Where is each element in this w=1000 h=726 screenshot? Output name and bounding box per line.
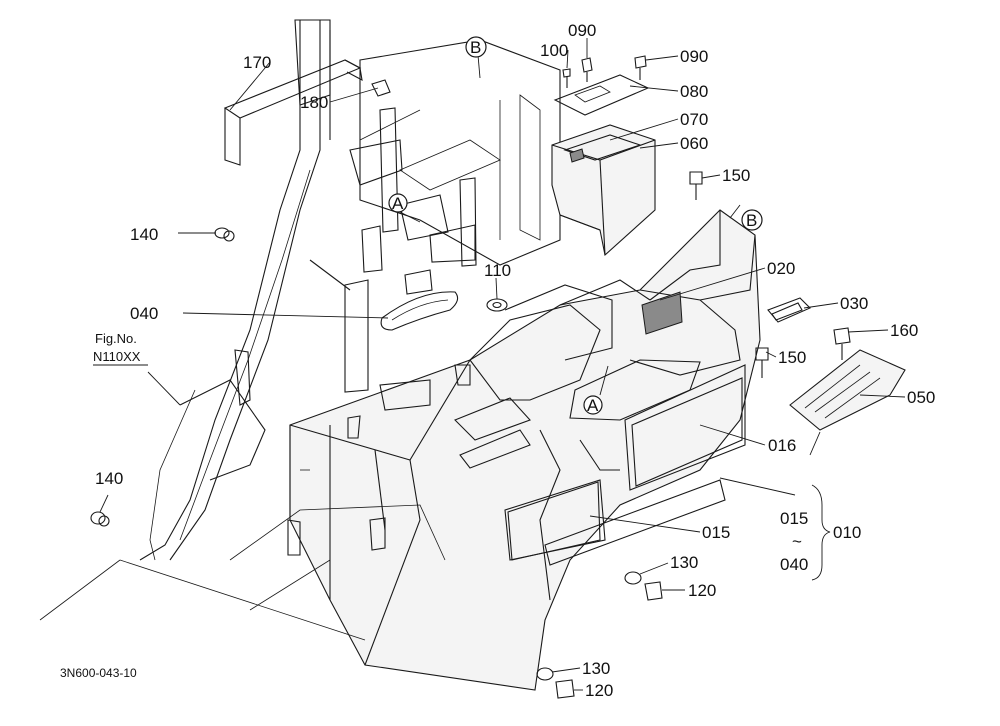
floor-outline xyxy=(39,504,446,641)
figure-reference: Fig.No. N110XX xyxy=(93,331,148,366)
bar-part-170 xyxy=(223,59,363,166)
figure-ref-number: N110XX xyxy=(93,349,141,364)
view-marker-b-right-text: B xyxy=(746,211,757,230)
callout-050: 050 xyxy=(907,388,935,407)
callout-030: 030 xyxy=(840,294,868,313)
callout-130-upper: 130 xyxy=(670,553,698,572)
bolt-180 xyxy=(371,79,391,97)
grommet-110 xyxy=(486,298,508,312)
callout-180: 180 xyxy=(300,93,328,112)
callout-150-upper: 150 xyxy=(722,166,750,185)
bolt-120-lower xyxy=(555,679,575,699)
plate-part-016 xyxy=(631,377,743,487)
grommet-140-lower xyxy=(90,511,110,527)
callout-120-upper: 120 xyxy=(688,581,716,600)
callout-150-lower: 150 xyxy=(778,348,806,367)
console-body xyxy=(287,209,761,691)
bolt-150-upper xyxy=(689,171,703,200)
callout-140-upper: 140 xyxy=(130,225,158,244)
drawing-number: 3N600-043-10 xyxy=(60,666,137,680)
view-marker-a-console: A xyxy=(583,395,603,415)
grip-part-040 xyxy=(380,291,459,331)
callout-040: 040 xyxy=(130,304,158,323)
callout-100: 100 xyxy=(540,41,568,60)
callout-140-lower: 140 xyxy=(95,469,123,488)
callout-070: 070 xyxy=(680,110,708,129)
view-marker-b-top-text: B xyxy=(470,38,481,57)
view-marker-a-linkage-text: A xyxy=(392,194,404,213)
mat-part-050 xyxy=(789,349,906,431)
washer-130-upper xyxy=(624,571,642,585)
bolt-150-lower xyxy=(755,347,769,378)
bolt-090-right xyxy=(634,55,647,80)
view-marker-a-console-text: A xyxy=(587,396,599,415)
control-linkage xyxy=(309,107,477,393)
callout-016: 016 xyxy=(768,436,796,455)
bolt-090-top xyxy=(581,57,593,82)
callout-010: 010 xyxy=(833,523,861,542)
screw-100 xyxy=(562,68,571,88)
plate-part-015 xyxy=(507,481,601,561)
callout-015-range-start: 015 xyxy=(780,509,808,528)
cover-part-060 xyxy=(551,124,656,257)
callout-080: 080 xyxy=(680,82,708,101)
callout-110: 110 xyxy=(484,261,511,280)
callout-015-plate: 015 xyxy=(702,523,730,542)
callout-130-lower: 130 xyxy=(582,659,610,678)
callout-040-range-end: 040 xyxy=(780,555,808,574)
view-marker-a-linkage: A xyxy=(388,193,408,213)
callout-labels: 170 180 100 090 090 080 070 060 150 140 … xyxy=(95,21,935,700)
leader-lines xyxy=(99,38,906,691)
grommet-140-upper xyxy=(214,227,235,242)
plate-part-080 xyxy=(553,74,650,116)
callout-090-right: 090 xyxy=(680,47,708,66)
figure-ref-label: Fig.No. xyxy=(95,331,137,346)
bolt-160 xyxy=(833,327,851,360)
view-marker-b-right: B xyxy=(741,209,763,231)
callout-170: 170 xyxy=(243,53,271,72)
callout-090-top: 090 xyxy=(568,21,596,40)
cab-frame-pillar xyxy=(139,19,331,561)
cap-part-030 xyxy=(767,297,811,323)
washer-130-lower xyxy=(536,667,554,681)
callout-020: 020 xyxy=(767,259,795,278)
pad-part-020 xyxy=(641,291,683,335)
callout-120-lower: 120 xyxy=(585,681,613,700)
callout-060: 060 xyxy=(680,134,708,153)
callout-range-tilde: ~ xyxy=(792,532,802,551)
bolt-120-upper xyxy=(644,581,663,601)
rear-panel xyxy=(359,39,561,266)
view-marker-b-top: B xyxy=(465,36,487,58)
callout-160: 160 xyxy=(890,321,918,340)
